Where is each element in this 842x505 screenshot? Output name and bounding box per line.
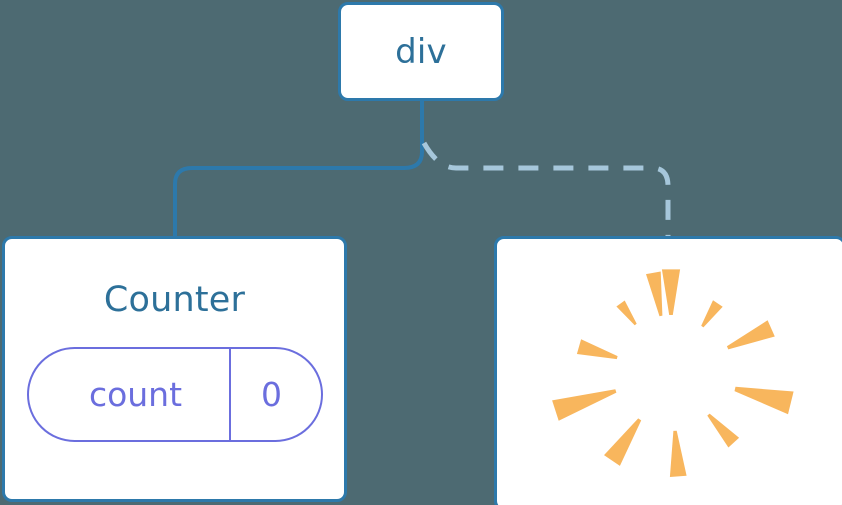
node-counter-label: Counter [103, 280, 246, 320]
sparkle-ray [734, 386, 794, 415]
state-key: count [88, 375, 183, 414]
node-counter[interactable]: Counter count 0 [2, 236, 347, 502]
sparkle-ray [701, 300, 723, 328]
state-pill-divider [228, 349, 231, 440]
state-pill-count[interactable]: count 0 [26, 347, 323, 442]
edge-div-to-counter [173, 99, 424, 240]
node-div-label: div [395, 31, 447, 72]
sparkle-ray [669, 430, 687, 477]
sparkle-ray [604, 418, 642, 466]
sparkle-ray [707, 413, 740, 448]
node-div[interactable]: div [338, 2, 504, 101]
sparkle-ray [726, 320, 775, 350]
sparkle-ray [576, 339, 618, 360]
sparkle-burst-icon [552, 269, 794, 477]
edge-div-to-highlight [421, 141, 671, 238]
sparkle-ray [661, 269, 681, 315]
sparkle-ray [646, 271, 663, 317]
node-highlight[interactable] [494, 236, 842, 505]
state-value: 0 [261, 375, 282, 414]
sparkle-ray [616, 300, 637, 326]
sparkle-ray [552, 389, 617, 421]
